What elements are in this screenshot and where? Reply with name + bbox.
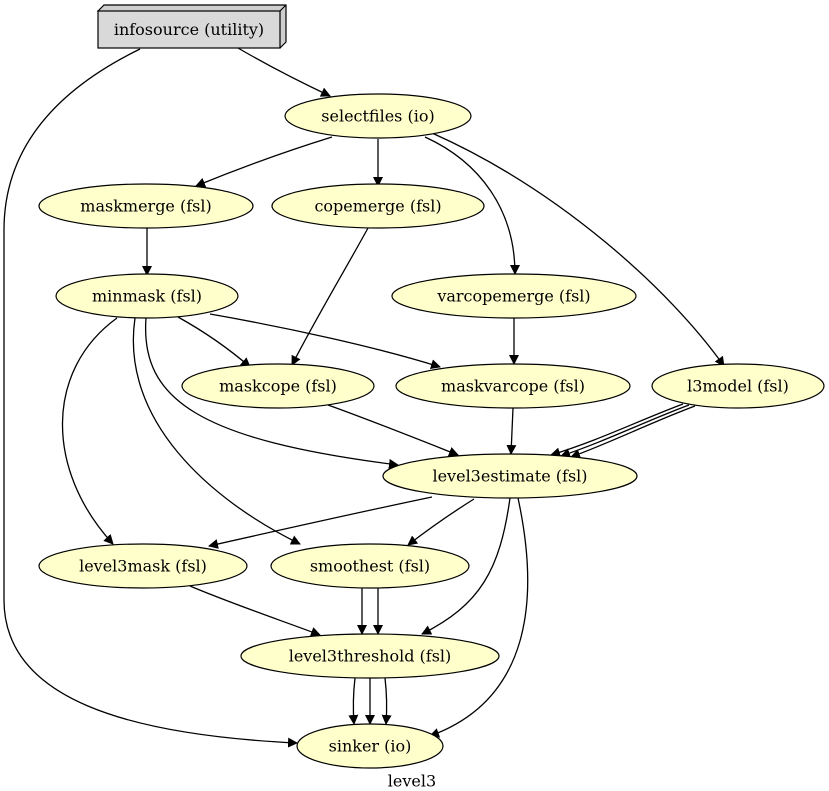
- edge-minmask-maskvarcope: [209, 313, 441, 370]
- node-label: sinker (io): [329, 737, 412, 756]
- edge-infosource-selectfiles: [237, 47, 331, 97]
- edge-infosource-sinker: [3, 48, 298, 748]
- edge-minmask-level3mask: [61, 317, 118, 545]
- node-minmask[interactable]: minmask (fsl): [55, 273, 239, 319]
- node-label: copemerge (fsl): [314, 197, 441, 216]
- edge-level3estimate-smoothest: [407, 498, 475, 546]
- node-l3model[interactable]: l3model (fsl): [651, 363, 825, 409]
- node-label: smoothest (fsl): [310, 557, 430, 576]
- node-maskvarcope[interactable]: maskvarcope (fsl): [395, 363, 631, 409]
- edge-minmask-smoothest: [132, 317, 301, 545]
- node-label: level3estimate (fsl): [432, 467, 587, 486]
- node-label: maskmerge (fsl): [80, 197, 211, 216]
- node-label: level3threshold (fsl): [289, 647, 452, 666]
- edge-level3mask-level3threshold: [189, 585, 321, 637]
- edge-maskcope-level3estimate: [327, 404, 459, 457]
- node-label: l3model (fsl): [687, 377, 789, 396]
- node-infosource[interactable]: infosource (utility): [96, 4, 287, 49]
- edge-l3model-level3estimate-2: [560, 404, 690, 458]
- edge-selectfiles-maskmerge: [195, 136, 333, 188]
- node-label: maskvarcope (fsl): [441, 377, 585, 396]
- edge-minmask-maskcope: [177, 316, 251, 368]
- node-maskmerge[interactable]: maskmerge (fsl): [38, 183, 254, 229]
- node-sinker[interactable]: sinker (io): [296, 723, 444, 769]
- node-level3mask[interactable]: level3mask (fsl): [38, 543, 248, 589]
- edges: [3, 47, 725, 748]
- nodes: infosource (utility) selectfiles (io) ma…: [38, 4, 825, 769]
- edge-maskvarcope-level3estimate: [506, 407, 517, 455]
- node-copemerge[interactable]: copemerge (fsl): [271, 183, 485, 229]
- edge-level3estimate-level3threshold: [421, 497, 511, 635]
- node-label: selectfiles (io): [321, 107, 434, 126]
- node-smoothest[interactable]: smoothest (fsl): [270, 543, 470, 589]
- graph-caption: level3: [388, 772, 436, 791]
- edge-copemerge-maskcope: [291, 227, 369, 366]
- edge-selectfiles-l3model: [431, 132, 725, 367]
- node-level3estimate[interactable]: level3estimate (fsl): [382, 453, 638, 499]
- node-label: maskcope (fsl): [219, 377, 337, 396]
- edge-l3model-level3estimate-1: [550, 403, 684, 458]
- edge-l3model-level3estimate-3: [570, 405, 696, 459]
- node-label: varcopemerge (fsl): [436, 287, 590, 306]
- node-maskcope[interactable]: maskcope (fsl): [181, 363, 375, 409]
- edge-level3threshold-sinker-1: [348, 677, 359, 725]
- edge-level3estimate-sinker: [429, 497, 529, 738]
- node-selectfiles[interactable]: selectfiles (io): [284, 93, 472, 139]
- node-label: minmask (fsl): [92, 287, 202, 306]
- node-level3threshold[interactable]: level3threshold (fsl): [240, 633, 500, 679]
- edge-level3threshold-sinker-3: [381, 677, 392, 725]
- edge-minmask-level3estimate: [144, 317, 399, 469]
- node-label: level3mask (fsl): [79, 557, 207, 576]
- node-varcopemerge[interactable]: varcopemerge (fsl): [391, 273, 637, 319]
- edge-level3estimate-level3mask: [208, 496, 433, 549]
- node-label: infosource (utility): [114, 20, 264, 39]
- edge-selectfiles-varcopemerge: [424, 136, 520, 275]
